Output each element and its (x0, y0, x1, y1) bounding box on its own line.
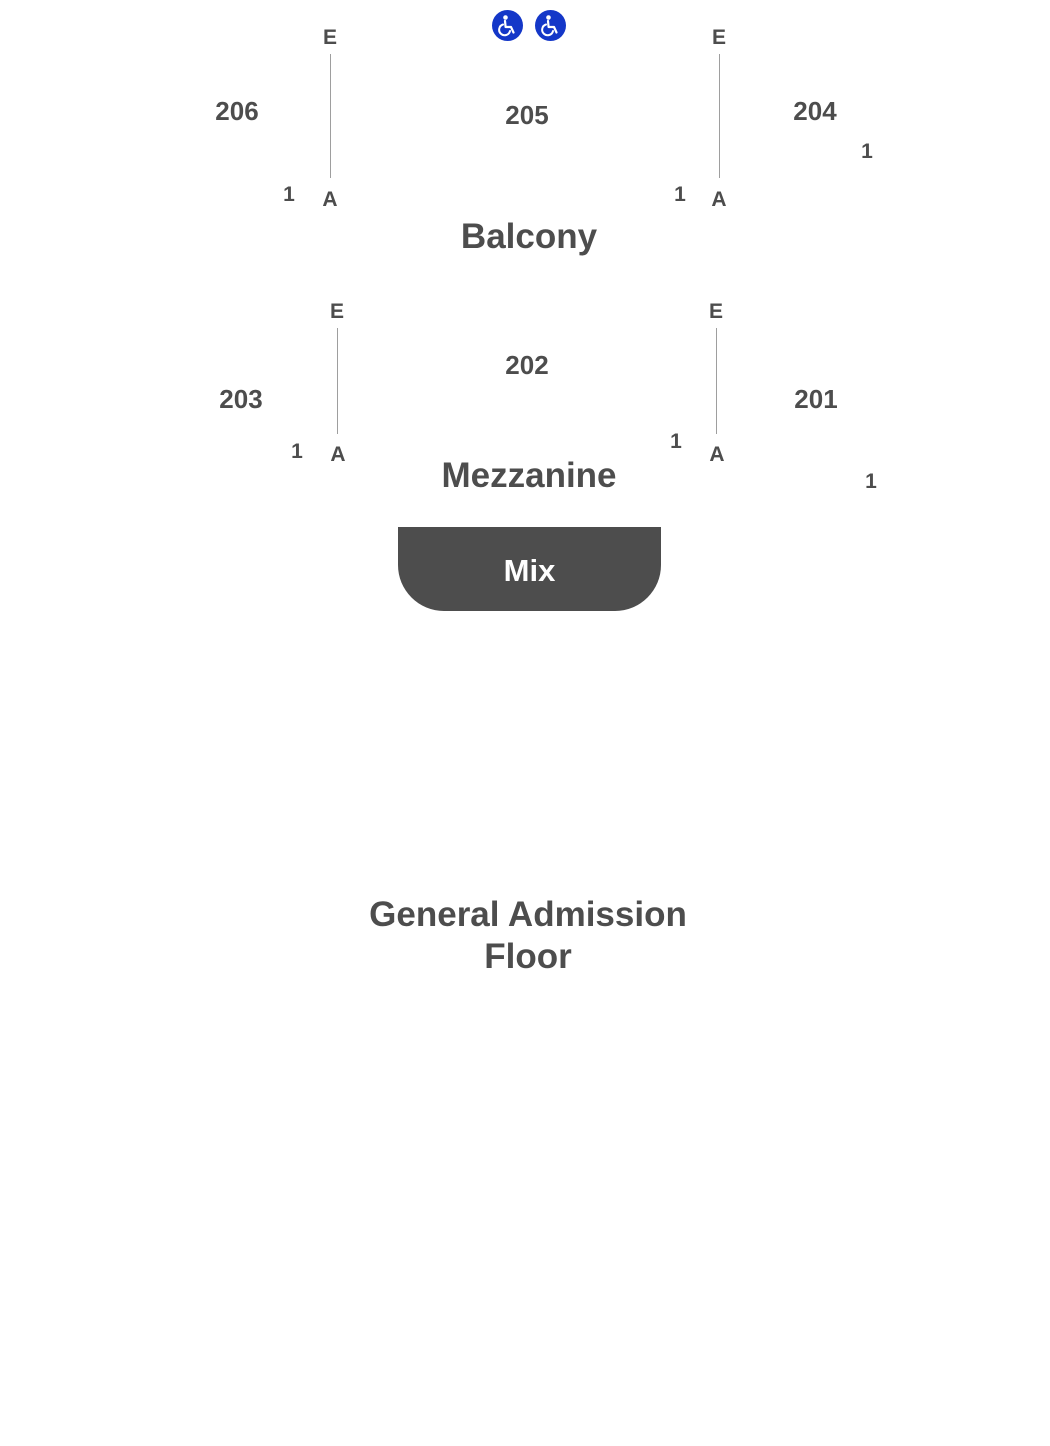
section-206[interactable]: 206 (215, 96, 259, 126)
wheelchair-icon[interactable] (535, 10, 566, 41)
floor-label-line2: Floor (484, 937, 572, 976)
mix-label: Mix (503, 552, 556, 588)
row-line (719, 54, 720, 178)
general-admission-floor[interactable]: General Admission Floor (369, 894, 687, 978)
mezzanine-label: Mezzanine (441, 456, 617, 495)
seat-label: 1 (283, 183, 295, 206)
section-202[interactable]: 202 (505, 350, 549, 380)
wheelchair-glyph (541, 15, 558, 37)
seat-label: 1 (674, 183, 686, 206)
row-label-bottom: A (711, 188, 727, 211)
section-201[interactable]: 201 (794, 384, 838, 414)
balcony-label: Balcony (460, 217, 598, 256)
section-204[interactable]: 204 (793, 96, 837, 126)
row-label-bottom: A (330, 443, 346, 466)
floor-label-line1: General Admission (369, 895, 687, 934)
seat-label: 1 (670, 430, 682, 453)
mix-booth[interactable]: Mix (398, 527, 661, 611)
row-label-top: E (329, 300, 345, 323)
row-label-top: E (708, 300, 724, 323)
wheelchair-icon[interactable] (492, 10, 523, 41)
seat-label: 1 (291, 440, 303, 463)
row-label-top: E (711, 26, 727, 49)
seat-label: 1 (861, 140, 873, 163)
row-line (337, 328, 338, 434)
section-205[interactable]: 205 (505, 100, 549, 130)
row-line (716, 328, 717, 434)
row-label-top: E (322, 26, 338, 49)
seat-label: 1 (865, 470, 877, 493)
wheelchair-glyph (498, 15, 515, 37)
section-203[interactable]: 203 (219, 384, 263, 414)
row-line (330, 54, 331, 178)
row-label-bottom: A (322, 188, 338, 211)
row-label-bottom: A (709, 443, 725, 466)
